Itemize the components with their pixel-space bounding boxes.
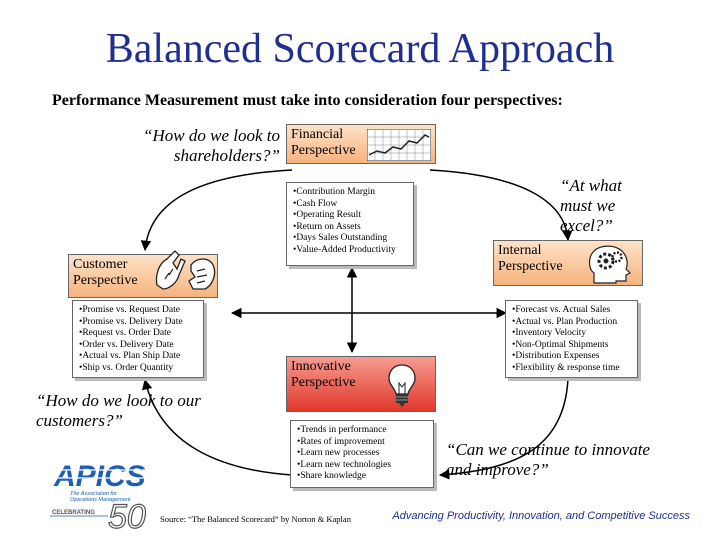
internal-item: •Non-Optimal Shipments: [512, 339, 609, 350]
internal-measures: •Forecast vs. Actual Sales •Actual vs. P…: [505, 300, 638, 378]
cycle-arc-top-left: [140, 169, 293, 252]
page-subtitle: Performance Measurement must take into c…: [52, 92, 563, 109]
financial-quote: “How do we look to shareholders?”: [143, 126, 280, 165]
customer-measures: •Promise vs. Request Date •Promise vs. D…: [72, 300, 204, 378]
internal-item: •Actual vs. Plan Production: [512, 316, 618, 327]
financial-item: •Cash Flow: [293, 198, 338, 209]
financial-item: •Operating Result: [293, 210, 361, 220]
customer-header-line1: Customer: [73, 257, 128, 272]
lightbulb-icon: [388, 364, 416, 407]
innovative-header-line1: Innovative: [291, 359, 351, 374]
internal-item: •Forecast vs. Actual Sales: [512, 305, 611, 315]
internal-item: •Inventory Velocity: [512, 328, 587, 338]
cycle-arc-top-right: [429, 169, 573, 242]
innovative-item: •Rates of improvement: [297, 436, 385, 447]
customer-item: •Ship vs. Order Quantity: [79, 362, 174, 373]
customer-item: •Request vs. Order Date: [79, 328, 171, 338]
financial-header-line1: Financial: [291, 127, 344, 142]
logo-tagline-line1: The Association for: [70, 491, 118, 497]
logo-tagline-line2: Operations Management: [70, 497, 131, 503]
cycle-arc-bottom-right: [438, 377, 569, 480]
financial-measures: •Contribution Margin •Cash Flow •Operati…: [286, 182, 414, 266]
customer-header-line2: Perspective: [73, 273, 138, 288]
financial-item: •Value-Added Productivity: [293, 244, 396, 255]
logo-celebrating: CELEBRATING: [52, 510, 95, 516]
innovative-item: •Trends in performance: [297, 425, 387, 435]
internal-quote: “At what must we excel?”: [560, 176, 622, 235]
internal-item: •Flexibility & response time: [512, 362, 620, 373]
customer-header: Customer Perspective: [68, 250, 218, 298]
internal-item: •Distribution Expenses: [512, 351, 600, 361]
innovative-quote: “Can we continue to innovate and improve…: [446, 440, 650, 479]
apics-logo: APICS The Association for Operations Man…: [50, 460, 150, 532]
financial-header: Financial Perspective: [286, 124, 436, 164]
innovative-item: •Learn new technologies: [297, 459, 392, 470]
financial-header-line2: Perspective: [291, 143, 356, 158]
innovative-header-line2: Perspective: [291, 375, 356, 390]
customer-item: •Order vs. Delivery Date: [79, 339, 174, 350]
gears-head-icon: [588, 245, 632, 284]
internal-header-line2: Perspective: [498, 259, 563, 274]
footer-tagline: Advancing Productivity, Innovation, and …: [392, 510, 690, 522]
chart-icon: [367, 129, 431, 161]
customer-item: •Actual vs. Plan Ship Date: [79, 351, 181, 361]
customer-item: •Promise vs. Request Date: [79, 305, 180, 315]
handshake-icon: [155, 250, 216, 290]
cycle-arc-bottom-left: [142, 378, 293, 476]
financial-item: •Return on Assets: [293, 221, 361, 232]
source-citation: Source: “The Balanced Scorecard” by Nort…: [160, 514, 351, 524]
financial-item: •Days Sales Outstanding: [293, 233, 388, 243]
financial-item: •Contribution Margin: [293, 187, 376, 197]
logo-name: APICS: [53, 460, 146, 493]
internal-header-line1: Internal: [498, 243, 542, 258]
innovative-header: Innovative Perspective: [286, 356, 436, 412]
customer-quote: “How do we look to our customers?”: [36, 391, 201, 430]
customer-item: •Promise vs. Delivery Date: [79, 316, 183, 327]
internal-header: Internal Perspective: [493, 240, 643, 286]
logo-anniversary: 50: [108, 498, 146, 532]
innovative-item: •Learn new processes: [297, 448, 380, 458]
innovative-item: •Share knowledge: [297, 471, 367, 481]
page-title: Balanced Scorecard Approach: [105, 26, 615, 72]
innovative-measures: •Trends in performance •Rates of improve…: [290, 420, 434, 488]
